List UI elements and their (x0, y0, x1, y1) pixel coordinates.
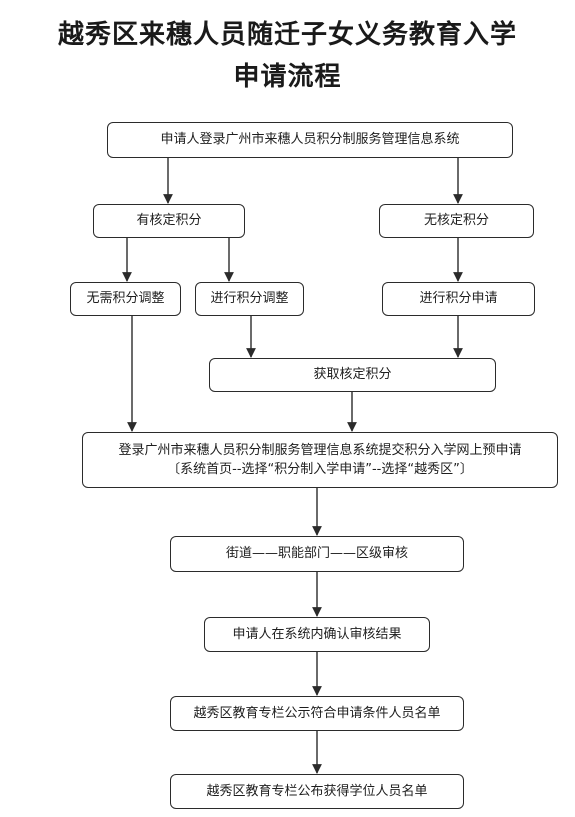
step-adjust-score-label: 进行积分调整 (210, 291, 289, 307)
step-publish-admitted: 越秀区教育专栏公布获得学位人员名单 (170, 774, 464, 809)
step-no-adjustment: 无需积分调整 (70, 282, 181, 316)
branch-has-score: 有核定积分 (93, 204, 245, 238)
step-publish-admitted-label: 越秀区教育专栏公布获得学位人员名单 (206, 783, 428, 799)
branch-has-score-label: 有核定积分 (136, 213, 202, 229)
step-apply-score-label: 进行积分申请 (419, 291, 498, 307)
step-publicize-eligible: 越秀区教育专栏公示符合申请条件人员名单 (170, 696, 464, 731)
branch-no-score-label: 无核定积分 (423, 213, 489, 229)
step-review: 街道——职能部门——区级审核 (170, 536, 464, 572)
step-adjust-score: 进行积分调整 (195, 282, 304, 316)
page-title-line-1: 越秀区来穗人员随迁子女义务教育入学 (57, 20, 517, 50)
step-review-label: 街道——职能部门——区级审核 (225, 546, 408, 562)
step-login-system-label: 申请人登录广州市来穗人员积分制服务管理信息系统 (160, 132, 460, 148)
step-confirm-result-label: 申请人在系统内确认审核结果 (232, 626, 402, 642)
step-no-adjustment-label: 无需积分调整 (86, 291, 165, 307)
step-submit-preapplication-line-1: 登录广州市来穗人员积分制服务管理信息系统提交积分入学网上预申请 (118, 442, 522, 458)
step-get-approved-score: 获取核定积分 (209, 358, 496, 392)
step-confirm-result: 申请人在系统内确认审核结果 (204, 617, 430, 652)
step-apply-score: 进行积分申请 (382, 282, 535, 316)
step-submit-preapplication: 登录广州市来穗人员积分制服务管理信息系统提交积分入学网上预申请 〔系统首页--选… (82, 432, 558, 488)
step-login-system: 申请人登录广州市来穗人员积分制服务管理信息系统 (107, 122, 513, 158)
page-title-line-2: 申请流程 (233, 62, 342, 92)
step-get-approved-score-label: 获取核定积分 (313, 367, 392, 383)
branch-no-score: 无核定积分 (379, 204, 534, 238)
step-publicize-eligible-label: 越秀区教育专栏公示符合申请条件人员名单 (193, 705, 441, 721)
step-submit-preapplication-line-2: 〔系统首页--选择“积分制入学申请”--选择“越秀区”〕 (167, 462, 473, 477)
